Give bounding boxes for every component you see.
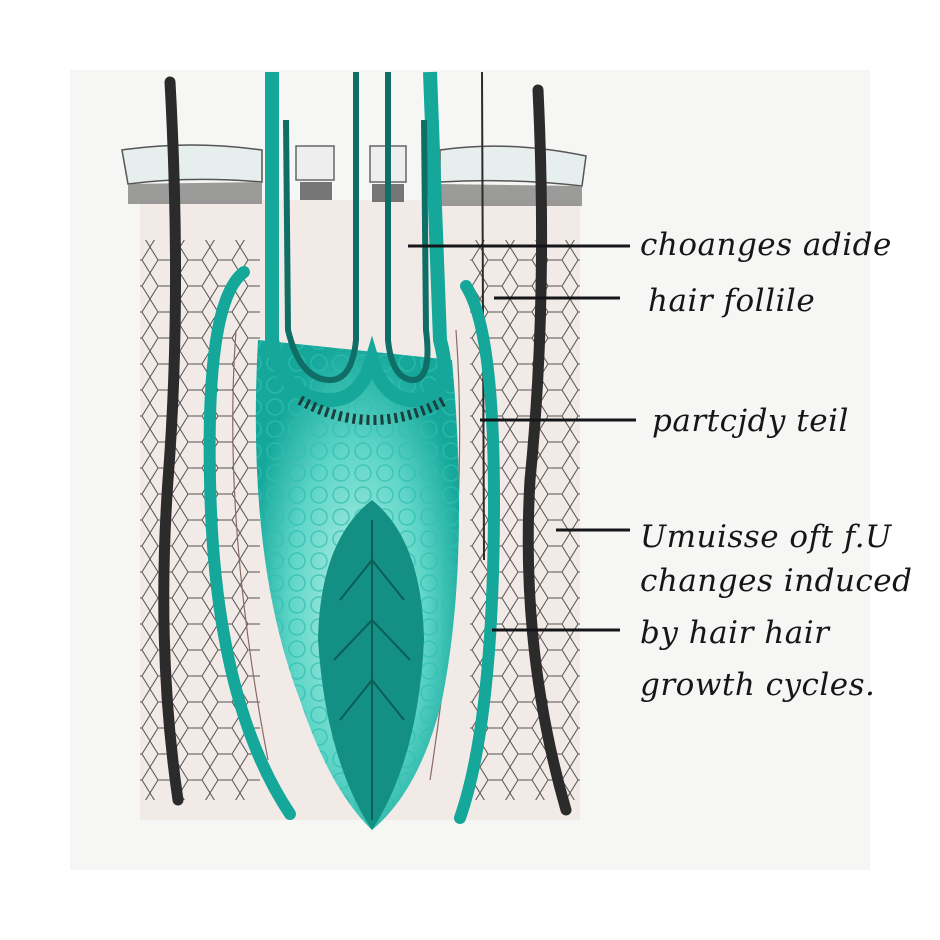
label-umuisse: Umuisse oft f.U <box>640 519 892 555</box>
follicle-bulb <box>255 340 460 830</box>
label-hair-follile: hair follile <box>648 283 816 319</box>
label-by-hair-hair: by hair hair <box>640 615 830 651</box>
inner-hair-shafts <box>265 71 452 425</box>
label-partcjdy-teil: partcjdy teil <box>652 403 849 439</box>
label-changes-adide: choanges adide <box>640 227 892 263</box>
outer-root-sheath <box>203 266 501 824</box>
leader-lines <box>408 244 636 632</box>
label-growth-cycles: growth cycles. <box>640 667 876 703</box>
label-changes-induced: changes induced <box>640 563 913 599</box>
